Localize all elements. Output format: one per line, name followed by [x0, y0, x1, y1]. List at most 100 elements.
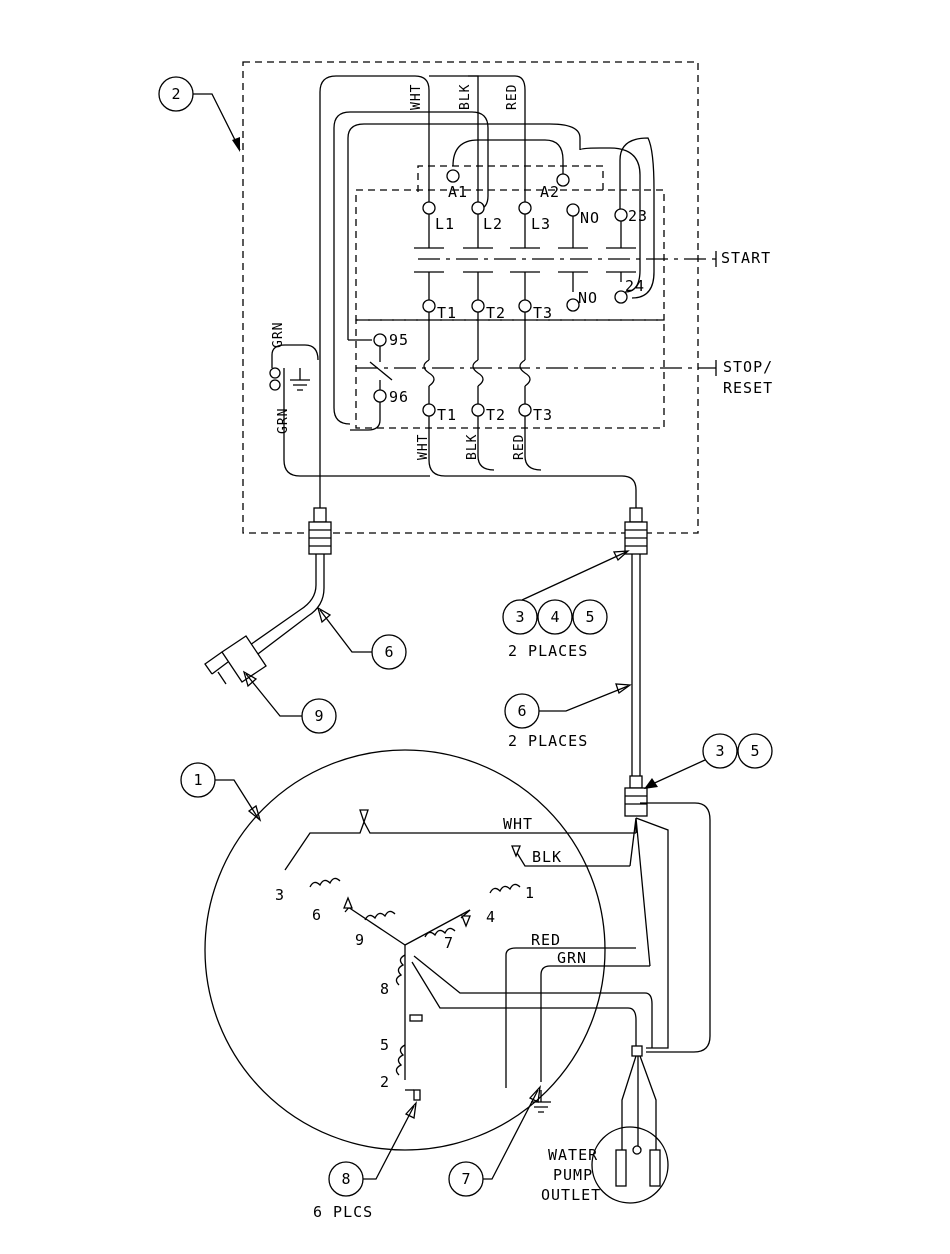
label-t3-upper: T3	[533, 304, 553, 322]
motor-cable	[632, 554, 640, 776]
terminal-t2-lower	[472, 404, 484, 416]
callout-6b-leader	[539, 686, 628, 711]
coil-6	[310, 878, 340, 887]
label-blk-top: BLK	[458, 84, 473, 110]
coil-8	[396, 955, 405, 985]
ground-terminal-b	[270, 380, 280, 390]
callout-2-arrow	[232, 137, 240, 152]
connector-6	[344, 898, 352, 908]
note-6-plcs: 6 PLCS	[313, 1203, 373, 1221]
label-l2: L2	[483, 215, 503, 233]
outlet-wires	[622, 1056, 656, 1150]
label-l1: L1	[435, 215, 455, 233]
note-2-places-b: 2 PLACES	[508, 732, 588, 750]
label-no-bottom: NO	[578, 289, 598, 307]
outlet-slot-left	[616, 1150, 626, 1186]
motor-lead-numbers: 3 6 9 1 4 7 8 5 2 WHT BLK RED GRN	[275, 815, 587, 1091]
terminal-t3-lower	[519, 404, 531, 416]
connector-4	[462, 916, 470, 926]
lead-number-3: 3	[275, 886, 285, 904]
terminal-23	[615, 209, 627, 221]
callout-7: 7	[461, 1170, 470, 1188]
terminal-a1	[447, 170, 459, 182]
grip-right-nut	[630, 508, 642, 522]
outlet-ground-hole	[633, 1146, 641, 1154]
label-motor-blk: BLK	[532, 848, 562, 866]
label-no-top: NO	[580, 209, 600, 227]
outlet-label-2: PUMP	[553, 1166, 593, 1184]
outlet-label-3: OUTLET	[541, 1186, 601, 1204]
winding-arm-left	[345, 905, 405, 945]
terminal-t2-upper	[472, 300, 484, 312]
lead-number-9: 9	[355, 931, 365, 949]
outlet-label-1: WATER	[548, 1146, 598, 1164]
label-a2: A2	[540, 183, 560, 201]
callout-5a: 5	[585, 608, 594, 626]
lead-3-wht	[285, 822, 636, 870]
grn-lower-wire	[284, 368, 430, 476]
callout-345-leader	[522, 552, 626, 600]
ground-terminal-a	[270, 368, 280, 378]
callout-8-leader	[363, 1106, 414, 1179]
label-l3: L3	[531, 215, 551, 233]
callout-2-leader	[193, 94, 240, 150]
lead-number-1: 1	[525, 884, 535, 902]
label-t2-lower: T2	[486, 406, 506, 424]
pump-wire-b	[412, 962, 636, 1048]
terminal-l3	[519, 202, 531, 214]
plug-body	[222, 636, 266, 682]
control-enclosure	[243, 62, 698, 533]
lead-number-5: 5	[380, 1036, 390, 1054]
callout-345-arrow	[614, 551, 628, 560]
actuators: START STOP/ RESET	[356, 249, 773, 397]
lead-number-8: 8	[380, 980, 390, 998]
terminal-t1-lower	[423, 404, 435, 416]
terminal-l2	[472, 202, 484, 214]
callout-3b: 3	[715, 742, 724, 760]
enclosure-outline	[243, 62, 698, 533]
label-wht-top: WHT	[409, 84, 424, 110]
overload-heater-elements	[424, 360, 530, 386]
outlet-slot-right	[650, 1150, 660, 1186]
label-23: 23	[628, 207, 648, 225]
lead-number-7: 7	[444, 934, 454, 952]
connector-2	[414, 1090, 420, 1100]
ground-symbol-top	[290, 368, 310, 390]
callout-6b: 6	[517, 702, 526, 720]
terminal-t1-upper	[423, 300, 435, 312]
connector-blk	[512, 846, 520, 856]
label-motor-wht: WHT	[503, 815, 533, 833]
connector-8-5	[410, 1015, 422, 1021]
grip-motor-nut	[630, 776, 642, 788]
callout-8: 8	[341, 1170, 350, 1188]
label-blk-bottom: BLK	[465, 434, 480, 460]
grip-left-nut	[314, 508, 326, 522]
coil-9	[365, 911, 395, 920]
label-95: 95	[389, 331, 409, 349]
callout-35-arrow	[644, 778, 658, 789]
terminal-95	[374, 334, 386, 346]
lead-splice-stubs	[345, 905, 470, 918]
callout-35-leader	[648, 760, 705, 786]
wht-load-wire	[429, 414, 636, 512]
label-red-bottom: RED	[512, 434, 527, 460]
lead-number-6: 6	[312, 906, 322, 924]
label-96: 96	[389, 388, 409, 406]
label-motor-grn: GRN	[557, 949, 587, 967]
water-pump-outlet: WATER PUMP OUTLET	[541, 1046, 668, 1204]
terminal-t3-upper	[519, 300, 531, 312]
pump-wire-a	[414, 956, 652, 1048]
cord-grips	[309, 508, 647, 816]
callout-6a: 6	[384, 643, 393, 661]
winding-arm-right	[405, 910, 470, 945]
connector-wht	[360, 810, 368, 822]
power-cord	[240, 554, 324, 660]
label-24: 24	[625, 277, 645, 295]
lead-red	[506, 948, 636, 1088]
note-2-places-a: 2 PLACES	[508, 642, 588, 660]
outlet-splice	[632, 1046, 642, 1056]
coil-loop-wire	[453, 140, 563, 174]
callout-5b: 5	[750, 742, 759, 760]
label-motor-red: RED	[531, 931, 561, 949]
